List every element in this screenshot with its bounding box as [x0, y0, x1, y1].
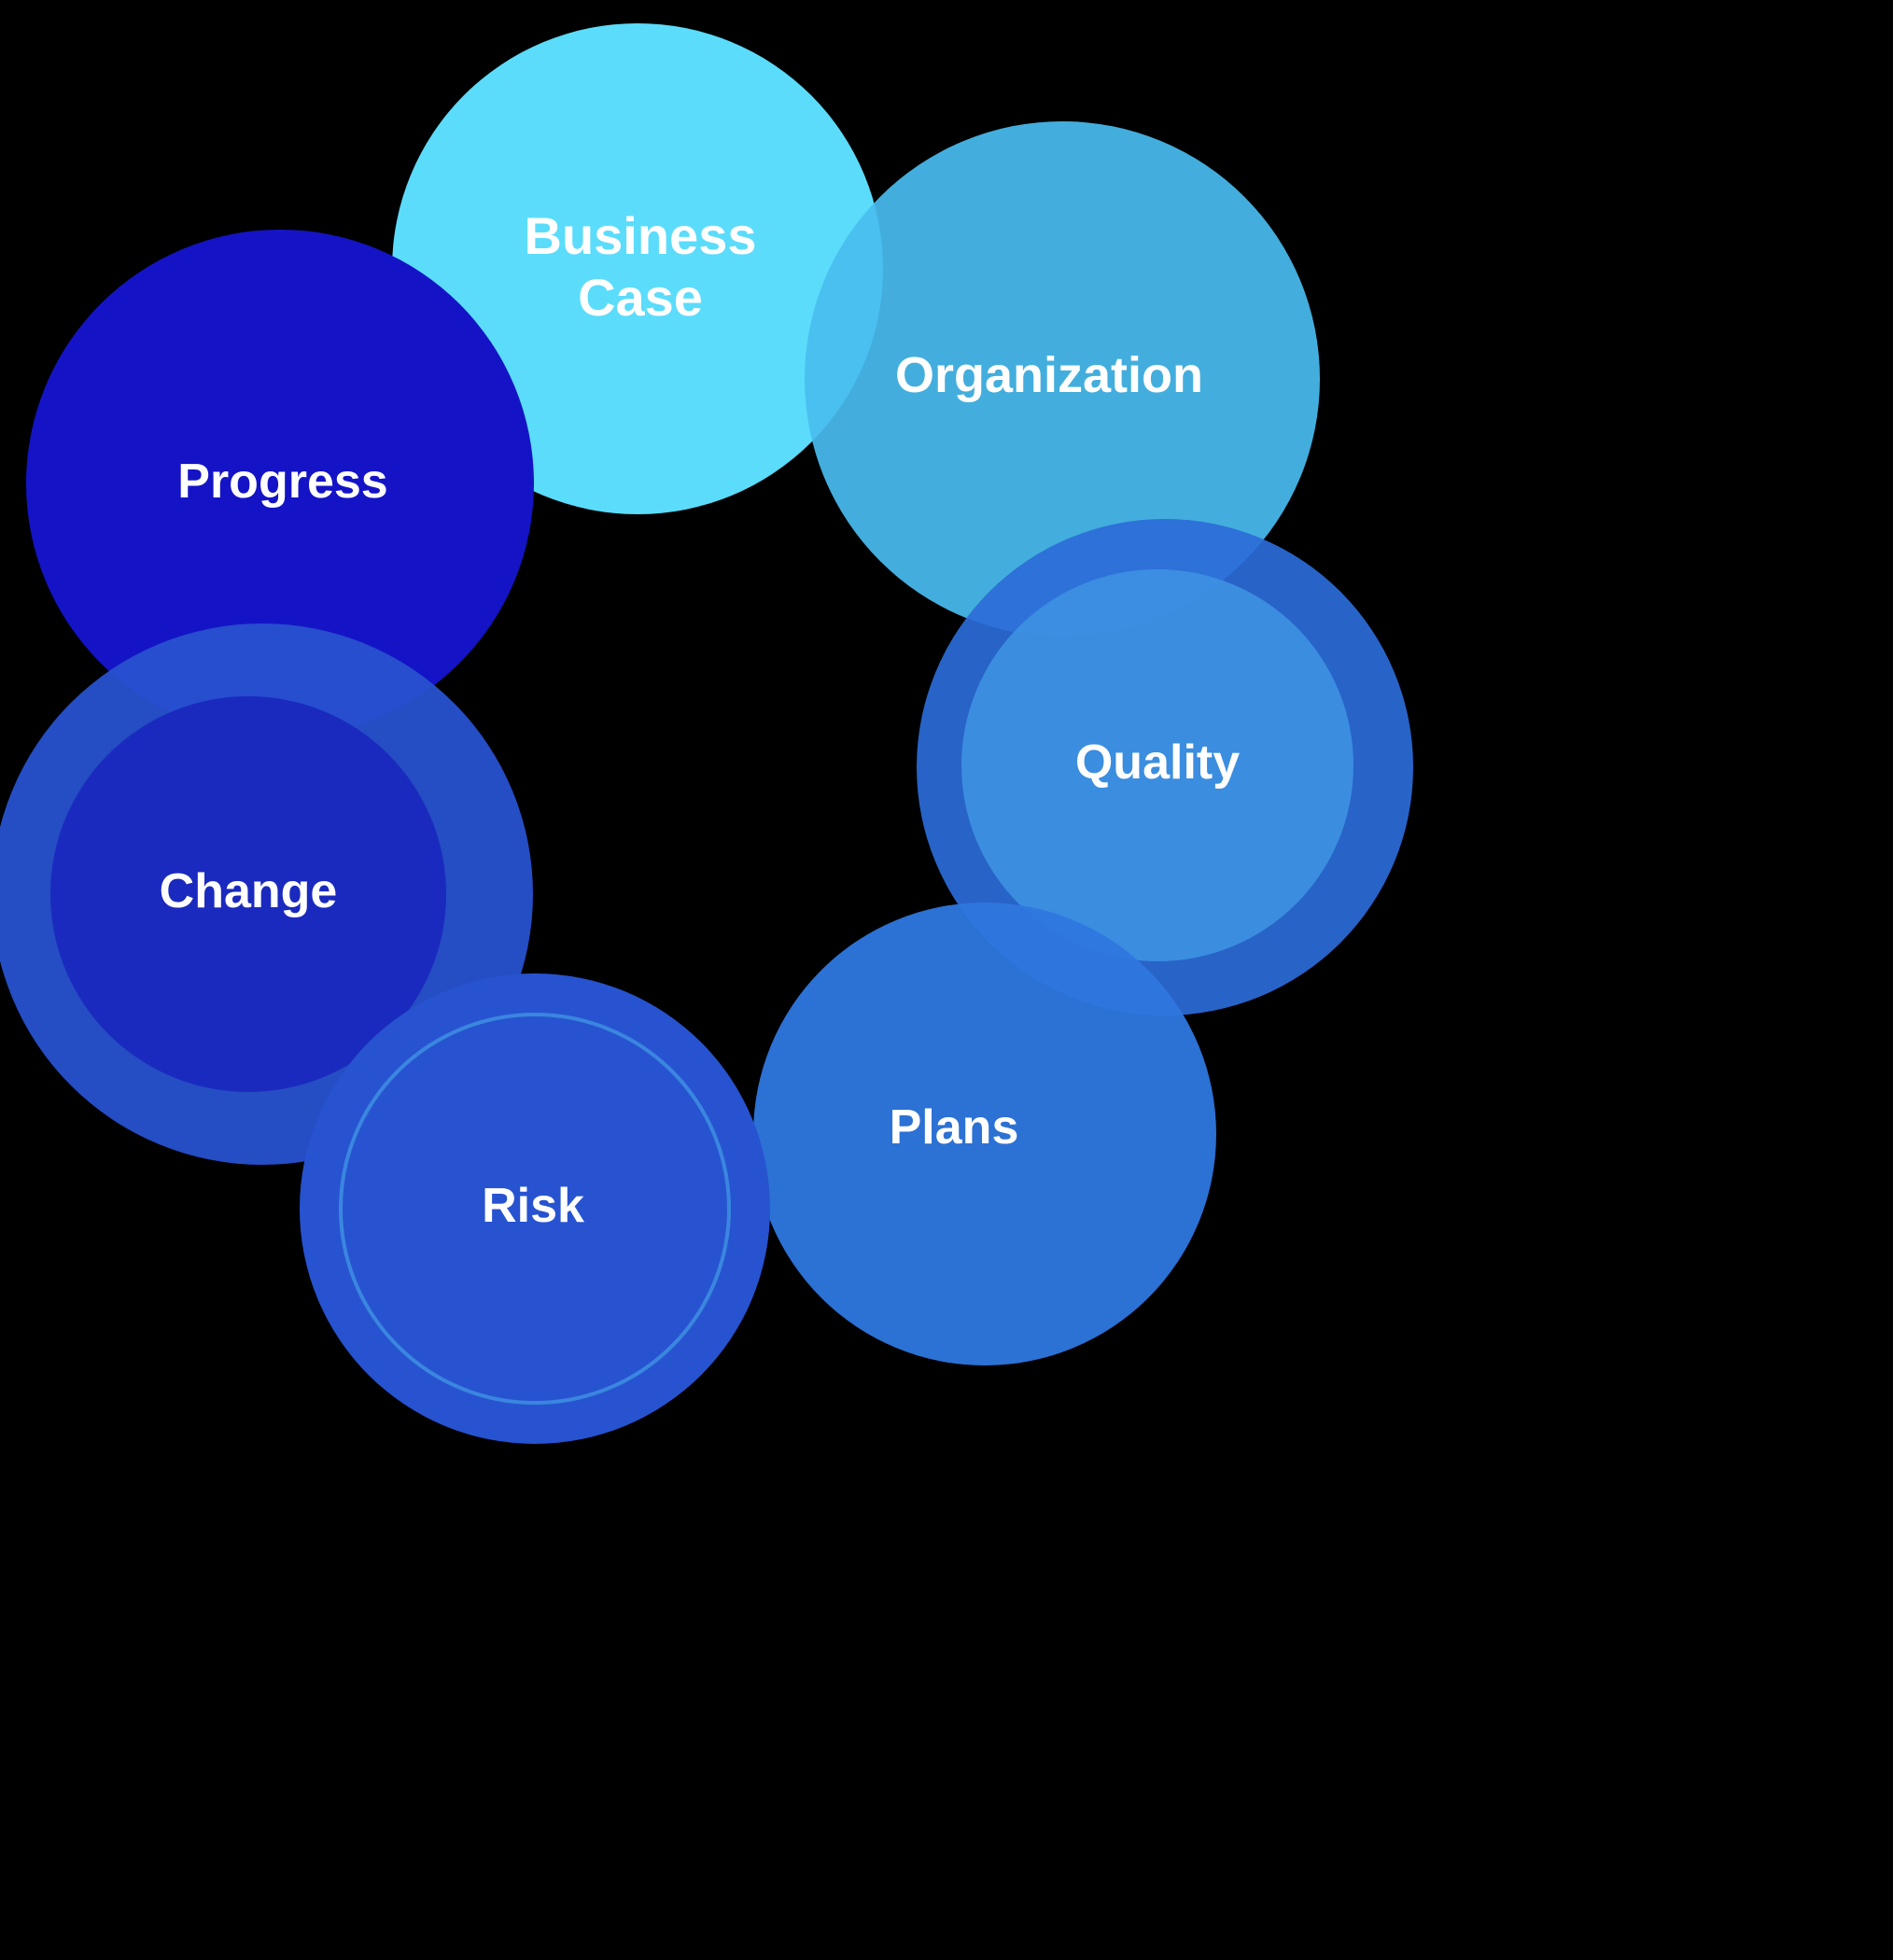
bubble-label-line: Business [525, 206, 757, 265]
bubble-progress[interactable] [26, 230, 534, 737]
bubble-quality[interactable] [961, 569, 1353, 961]
bubble-label-line: Case [578, 268, 703, 327]
bubble-label-plans: Plans [890, 1100, 1019, 1155]
bubble-label-progress: Progress [177, 455, 387, 509]
bubble-label-line: Plans [890, 1100, 1019, 1155]
bubble-label-line: Risk [482, 1179, 584, 1233]
bubble-label-change: Change [160, 864, 338, 918]
bubble-label-line: Quality [1075, 735, 1240, 790]
bubble-label-line: Organization [895, 347, 1203, 403]
bubble-change[interactable] [50, 696, 446, 1092]
bubble-label-line: Progress [177, 455, 387, 509]
bubble-label-line: Change [160, 864, 338, 918]
bubble-ring-risk [339, 1013, 731, 1405]
bubble-label-risk: Risk [482, 1179, 584, 1233]
bubble-label-organization: Organization [895, 347, 1203, 403]
bubble-group [0, 23, 1413, 1444]
bubble-label-quality: Quality [1075, 735, 1240, 790]
bubble-organization[interactable] [805, 121, 1320, 637]
bubble-risk[interactable] [300, 973, 770, 1444]
bubble-plans[interactable] [753, 903, 1216, 1365]
